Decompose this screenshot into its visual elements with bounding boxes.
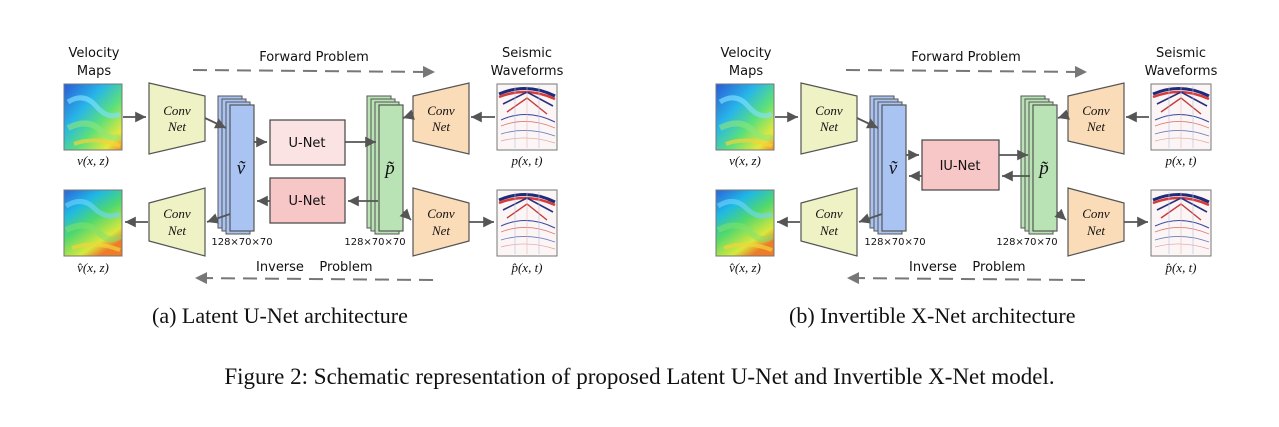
forward-problem-label: Forward Problem	[911, 50, 1021, 65]
seismic-encoder-convnet: Conv Net	[412, 82, 470, 155]
latent-v-stack: ṽ	[217, 95, 255, 235]
velocity-input-label: v(x, z)	[729, 153, 761, 168]
inverse-problem-label-word2: Problem	[972, 260, 1025, 275]
figure-caption: Figure 2: Schematic representation of pr…	[224, 364, 1055, 389]
velocity-input-label: v(x, z)	[77, 153, 109, 168]
inverse-problem-arrow	[195, 272, 434, 285]
seismic-waveforms-title-line2: Waveforms	[491, 64, 564, 79]
velocity-map-output	[716, 190, 774, 256]
svg-text:Net: Net	[819, 119, 838, 134]
panel-invertible-xnet: Velocity Maps Seismic Waveforms Forward …	[716, 46, 1218, 285]
velocity-output-label: v̂(x, z)	[77, 260, 109, 275]
velocity-map-input	[64, 84, 122, 150]
svg-text:Conv: Conv	[815, 103, 843, 118]
iunet-box: IU-Net	[921, 139, 1000, 191]
svg-text:Conv: Conv	[427, 103, 455, 118]
seismic-waveform-input	[1149, 82, 1213, 152]
latent-p-size: 128×70×70	[344, 237, 405, 248]
seismic-waveforms-title: Seismic	[502, 46, 552, 61]
velocity-maps-title: Velocity	[721, 46, 772, 61]
inverse-problem-label: Inverse	[256, 260, 304, 275]
panel-a-caption: (a) Latent U-Net architecture	[152, 303, 408, 328]
latent-p-stack: p̃	[366, 95, 404, 235]
panel-b-caption: (b) Invertible X-Net architecture	[789, 303, 1076, 328]
seismic-waveform-output	[495, 188, 559, 258]
svg-text:Net: Net	[819, 223, 838, 238]
velocity-maps-title-line2: Maps	[729, 64, 763, 79]
svg-text:Conv: Conv	[1082, 206, 1110, 221]
velocity-encoder-convnet: Conv Net	[800, 82, 858, 155]
inverse-problem-label: Inverse	[909, 260, 957, 275]
panel-latent-unet: Velocity Maps Seismic Waveforms Forward …	[64, 46, 564, 285]
latent-v-size: 128×70×70	[864, 237, 925, 248]
latent-p-size: 128×70×70	[996, 237, 1057, 248]
svg-text:Conv: Conv	[815, 206, 843, 221]
svg-text:Net: Net	[1086, 223, 1105, 238]
velocity-encoder-convnet: Conv Net	[148, 82, 206, 155]
svg-text:p̃: p̃	[1037, 158, 1049, 179]
velocity-output-label: v̂(x, z)	[729, 260, 761, 275]
velocity-decoder-convnet: Conv Net	[800, 187, 858, 257]
latent-v-stack: ṽ	[869, 95, 907, 235]
svg-text:Net: Net	[167, 119, 186, 134]
inverse-problem-arrow	[847, 272, 1086, 285]
forward-problem-label: Forward Problem	[259, 50, 369, 65]
svg-text:U-Net: U-Net	[288, 136, 325, 151]
svg-text:ṽ: ṽ	[237, 158, 246, 179]
seismic-input-label: p(x, t)	[510, 153, 542, 168]
latent-v-size: 128×70×70	[211, 237, 272, 248]
svg-text:U-Net: U-Net	[288, 194, 325, 209]
velocity-decoder-convnet: Conv Net	[148, 187, 206, 257]
velocity-map-input	[716, 84, 774, 150]
velocity-maps-title-line2: Maps	[77, 64, 111, 79]
velocity-map-output	[64, 190, 122, 256]
unet-inverse-box: U-Net	[269, 177, 346, 224]
velocity-maps-title: Velocity	[69, 46, 120, 61]
inverse-problem-label-word2: Problem	[319, 260, 372, 275]
seismic-decoder-convnet: Conv Net	[412, 187, 470, 257]
forward-problem-arrow	[192, 65, 435, 78]
seismic-waveforms-title-line2: Waveforms	[1145, 64, 1218, 79]
svg-text:Conv: Conv	[1082, 103, 1110, 118]
svg-text:Net: Net	[431, 223, 450, 238]
svg-text:Conv: Conv	[163, 103, 191, 118]
latent-p-stack: p̃	[1020, 95, 1058, 235]
panel-b-arrows	[775, 109, 1149, 228]
seismic-decoder-convnet: Conv Net	[1067, 187, 1125, 257]
seismic-waveform-input	[495, 82, 559, 152]
svg-text:Net: Net	[167, 223, 186, 238]
seismic-input-label: p(x, t)	[1164, 153, 1196, 168]
svg-text:p̃: p̃	[383, 158, 395, 179]
seismic-encoder-convnet: Conv Net	[1067, 82, 1125, 155]
svg-text:Conv: Conv	[427, 206, 455, 221]
forward-problem-arrow	[845, 65, 1087, 78]
svg-text:Conv: Conv	[163, 206, 191, 221]
panel-a-arrows	[123, 109, 495, 228]
seismic-output-label: p̂(x, t)	[510, 260, 542, 275]
seismic-waveform-output	[1149, 188, 1213, 258]
svg-text:IU-Net: IU-Net	[940, 159, 981, 174]
svg-text:ṽ: ṽ	[889, 158, 898, 179]
svg-text:Net: Net	[1086, 119, 1105, 134]
unet-forward-box: U-Net	[269, 119, 346, 166]
svg-text:Net: Net	[431, 119, 450, 134]
seismic-output-label: p̂(x, t)	[1164, 260, 1196, 275]
seismic-waveforms-title: Seismic	[1156, 46, 1206, 61]
